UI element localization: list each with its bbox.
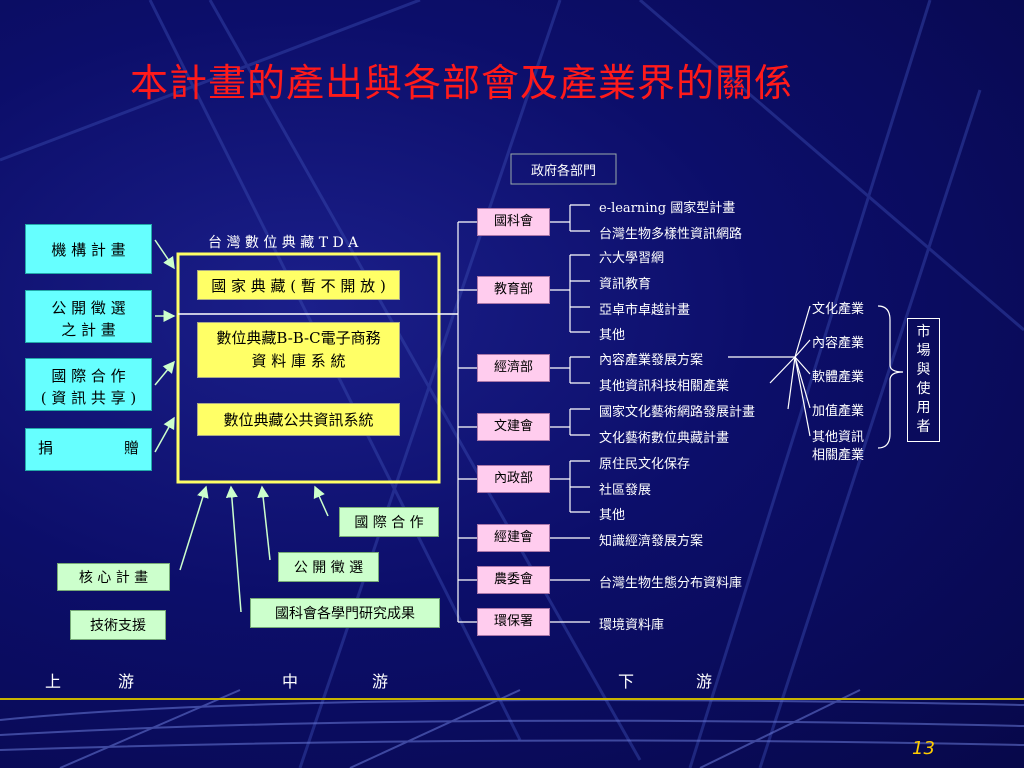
bbc-ecommerce-label: 數位典藏B-B-C電子商務 bbox=[216, 329, 381, 347]
program-label: 亞卓市卓越計畫 bbox=[599, 303, 691, 318]
program-label: 社區發展 bbox=[599, 483, 652, 498]
upstream-label-1: 上 bbox=[45, 672, 62, 691]
agency-box: 經建會 bbox=[477, 524, 550, 552]
international-cooperation-box: 國 際 合 作 ( 資 訊 共 享 ) bbox=[25, 358, 152, 411]
page-title: 本計畫的產出與各部會及產業界的關係 bbox=[130, 61, 794, 105]
agency-box: 內政部 bbox=[477, 465, 550, 493]
market-users-box: 市 場 與 使 用 者 bbox=[907, 318, 940, 442]
downstream-label-1: 下 bbox=[618, 672, 635, 691]
market-char: 使 bbox=[916, 381, 931, 397]
program-label: 環境資料庫 bbox=[599, 618, 665, 633]
upstream-label-2: 游 bbox=[118, 672, 135, 691]
program-label: 知識經濟發展方案 bbox=[599, 534, 704, 549]
program-label: 內容產業發展方案 bbox=[599, 353, 704, 368]
public-selection-bottom-box: 公 開 徵 選 bbox=[278, 552, 379, 582]
donation-char-1: 捐 bbox=[38, 439, 54, 457]
agency-box: 經濟部 bbox=[477, 354, 550, 382]
agency-box: 農委會 bbox=[477, 566, 550, 594]
info-sharing-label: ( 資 訊 共 享 ) bbox=[40, 389, 137, 407]
page-number: 13 bbox=[912, 738, 935, 759]
tda-label: 台 灣 數 位 典 藏 T D A bbox=[208, 235, 359, 251]
industry-label: 文化產業 bbox=[812, 302, 865, 317]
national-archive-box: 國 家 典 藏 ( 暫 不 開 放 ) bbox=[197, 270, 400, 300]
bbc-ecommerce-box: 數位典藏B-B-C電子商務 資 料 庫 系 統 bbox=[197, 322, 400, 378]
program-label: 台灣生物生態分布資料庫 bbox=[599, 576, 743, 591]
market-char: 與 bbox=[916, 362, 931, 378]
program-label: 其他 bbox=[599, 508, 626, 523]
program-label: 其他 bbox=[599, 328, 626, 343]
industry-label: 內容產業 bbox=[812, 336, 865, 351]
program-label: 其他資訊科技相關產業 bbox=[599, 379, 730, 394]
public-info-system-box: 數位典藏公共資訊系統 bbox=[197, 403, 400, 436]
market-char: 者 bbox=[916, 419, 931, 435]
agency-box: 教育部 bbox=[477, 276, 550, 304]
donation-char-2: 贈 bbox=[124, 439, 140, 457]
market-char: 市 bbox=[916, 324, 931, 340]
database-system-label: 資 料 庫 系 統 bbox=[251, 352, 346, 370]
midstream-label-2: 游 bbox=[372, 672, 389, 691]
institution-project-box: 機 構 計 畫 bbox=[25, 224, 152, 274]
industry-label: 加值產業 bbox=[812, 404, 865, 419]
midstream-label-1: 中 bbox=[282, 672, 299, 691]
industry-label: 相關產業 bbox=[812, 448, 865, 463]
market-char: 用 bbox=[916, 400, 931, 416]
donation-box: 捐 贈 bbox=[25, 428, 152, 471]
program-label: 原住民文化保存 bbox=[599, 457, 691, 472]
nsc-research-results-box: 國科會各學門研究成果 bbox=[250, 598, 440, 628]
program-label: e-learning 國家型計畫 bbox=[599, 201, 736, 216]
program-label: 資訊教育 bbox=[599, 277, 652, 292]
agency-box: 國科會 bbox=[477, 208, 550, 236]
project-label: 之 計 畫 bbox=[61, 321, 116, 339]
gov-departments-label: 政府各部門 bbox=[530, 163, 596, 179]
tech-support-box: 技術支援 bbox=[70, 610, 166, 640]
public-selection-project-box: 公 開 徵 選 之 計 畫 bbox=[25, 290, 152, 343]
industry-label: 其他資訊 bbox=[812, 430, 865, 445]
program-label: 台灣生物多樣性資訊網路 bbox=[599, 227, 743, 242]
agency-box: 文建會 bbox=[477, 413, 550, 441]
international-cooperation-label: 國 際 合 作 bbox=[51, 367, 126, 385]
program-label: 國家文化藝術網路發展計畫 bbox=[599, 405, 756, 420]
international-cooperation-bottom-box: 國 際 合 作 bbox=[339, 507, 439, 537]
market-char: 場 bbox=[916, 343, 931, 359]
program-label: 六大學習網 bbox=[599, 251, 665, 266]
program-label: 文化藝術數位典藏計畫 bbox=[599, 431, 730, 446]
downstream-label-2: 游 bbox=[696, 672, 713, 691]
institution-project-label: 機 構 計 畫 bbox=[51, 240, 126, 259]
public-selection-label: 公 開 徵 選 bbox=[51, 299, 126, 317]
core-project-box: 核 心 計 畫 bbox=[57, 563, 170, 591]
industry-label: 軟體產業 bbox=[812, 370, 865, 385]
agency-box: 環保署 bbox=[477, 608, 550, 636]
